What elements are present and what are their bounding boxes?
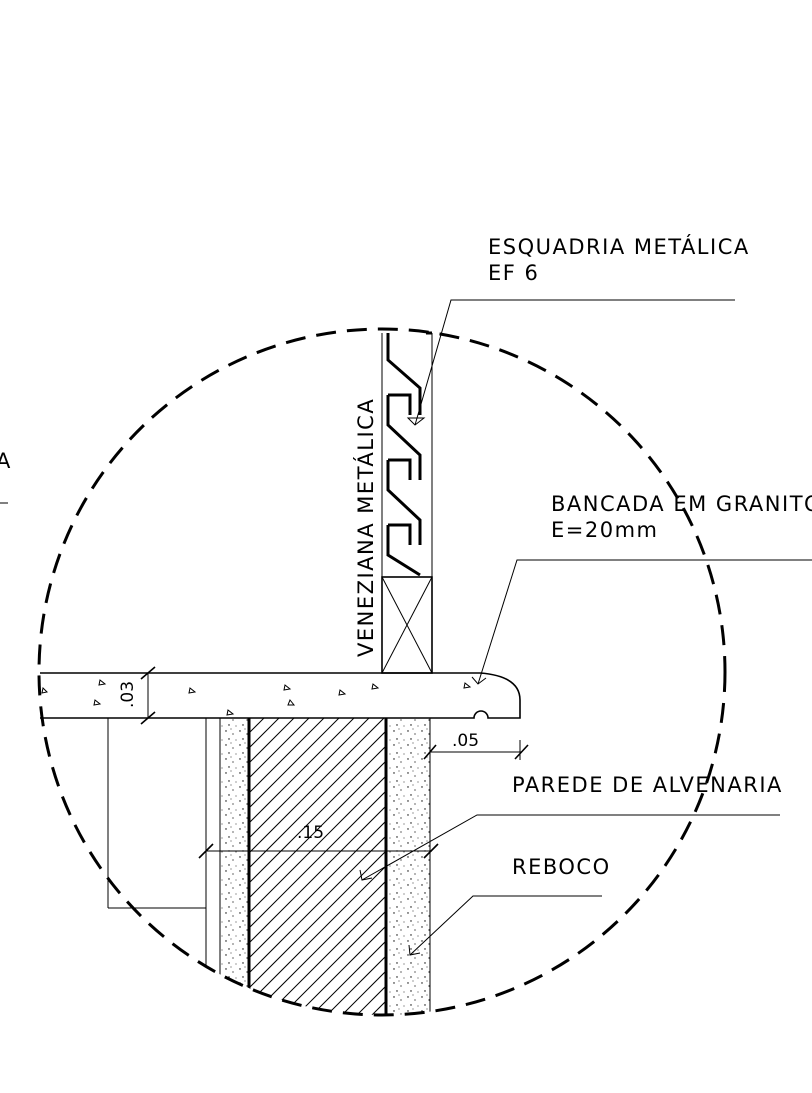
plaster-left (220, 718, 249, 1015)
label-veneziana: VENEZIANA METÁLICA (353, 398, 378, 657)
dim-bancada-thickness: .03 (118, 681, 138, 708)
label-reboco: REBOCO (512, 855, 611, 879)
wall-section (205, 718, 431, 1015)
label-esquadria-2: EF 6 (488, 261, 539, 285)
hatch-line (249, 718, 385, 1015)
hatch-line (249, 718, 385, 1015)
label-bancada-1: BANCADA EM GRANITO (551, 492, 812, 516)
hatch-line (278, 718, 385, 1015)
hatch-line (249, 718, 250, 1015)
hatch-line (323, 718, 385, 1015)
leader-lines (0, 299, 812, 956)
hatch-line (249, 718, 385, 1015)
label-parede: PAREDE DE ALVENARIA (512, 773, 783, 797)
dim-wall-width: .15 (297, 823, 324, 843)
hatch-line (249, 718, 385, 1015)
hatch-line (249, 718, 385, 1015)
granite-countertop (40, 672, 521, 719)
hatch-line (249, 718, 385, 1015)
hatch-line (249, 718, 355, 1015)
hatch-line (249, 718, 385, 1015)
label-cut-left: A (0, 449, 12, 473)
masonry-hatch (249, 718, 385, 1015)
label-esquadria-1: ESQUADRIA METÁLICA (488, 234, 750, 259)
metal-louver (381, 331, 433, 674)
hatch-line (308, 718, 385, 1015)
dim-overhang: .05 (452, 731, 479, 751)
hatch-line (249, 718, 385, 1015)
label-bancada-2: E=20mm (551, 518, 659, 542)
hatch-line (249, 718, 385, 1015)
hatch-line (249, 718, 310, 1015)
hatch-line (249, 718, 370, 1015)
hatch-line (249, 718, 385, 1015)
dimension-lines (107, 666, 529, 909)
hatch-line (263, 718, 385, 1015)
plaster-right (387, 718, 430, 1015)
hatch-line (249, 718, 385, 1015)
detail-circle (37, 327, 727, 1017)
hatch-line (293, 718, 385, 1015)
hatch-line (249, 718, 340, 1015)
hatch-line (249, 718, 325, 1015)
